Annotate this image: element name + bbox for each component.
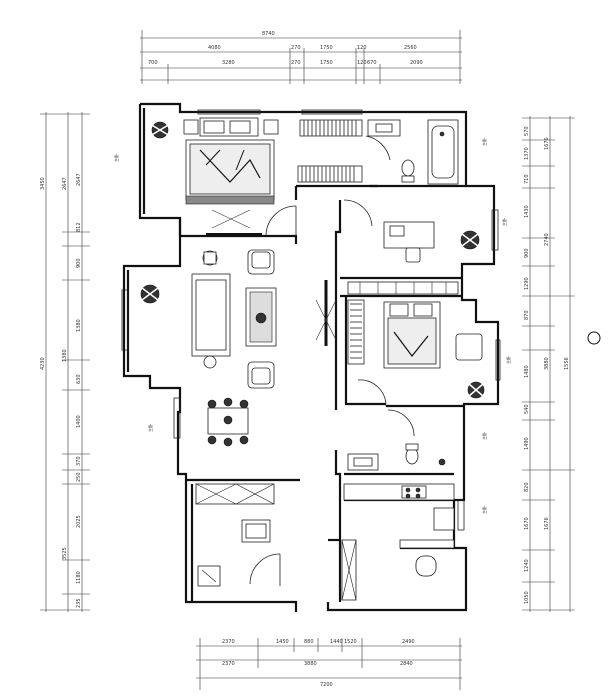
top-dim: 2560 — [404, 45, 417, 51]
top-dim: 700 — [148, 60, 158, 66]
left-dim: 2647 — [76, 173, 82, 186]
top-dim: 4080 — [208, 45, 221, 51]
right-dim: 570 — [524, 126, 530, 136]
left-dim: 235 — [76, 598, 82, 608]
right-dim: 1670 — [524, 517, 530, 530]
top-dim: 120 — [357, 45, 367, 51]
bottom-dim: 880 — [304, 639, 314, 645]
left-dim: 4230 — [40, 357, 46, 370]
bottom-dim: 1450 — [276, 639, 289, 645]
right-dim: 1480 — [524, 365, 530, 378]
top-dimension-lines — [140, 30, 462, 84]
left-dim: 1380 — [62, 349, 68, 362]
top-dim: 1750 — [320, 60, 333, 66]
right-dim: 1370 — [524, 147, 530, 160]
right-dim: 900 — [524, 248, 530, 258]
top-dim: 120 — [357, 60, 367, 66]
right-dim: 820 — [524, 482, 530, 492]
top-dim: 270 — [291, 60, 301, 66]
bottom-dim: 1520 — [344, 639, 357, 645]
bottom-dim: 2840 — [400, 661, 413, 667]
room-tag: 主卧 — [481, 506, 487, 514]
room-tag: 主卧 — [481, 138, 487, 146]
room-tag: 主卧 — [113, 154, 119, 162]
master-bathroom — [365, 119, 459, 185]
left-dim: 2647 — [62, 177, 68, 190]
left-dim: 370 — [76, 456, 82, 466]
bottom-dim: 2490 — [402, 639, 415, 645]
right-dim: 1676 — [544, 137, 550, 150]
right-dim: 1240 — [524, 559, 530, 572]
top-total-dim: 8740 — [262, 31, 275, 37]
left-dim: 812 — [76, 222, 82, 232]
left-dimension-lines — [40, 112, 90, 612]
master-bedroom-furniture — [149, 117, 279, 235]
right-dim: 1290 — [524, 277, 530, 290]
windows — [121, 109, 501, 531]
top-dim: 270 — [291, 45, 301, 51]
right-dimension-lines — [522, 116, 575, 612]
bottom-total-dim: 7200 — [320, 682, 333, 688]
compass-circle — [587, 331, 601, 345]
left-dim: 1400 — [76, 415, 82, 428]
top-dim: 1750 — [320, 45, 333, 51]
right-dim: 1676 — [544, 517, 550, 530]
room-tag: 主卧 — [501, 218, 507, 226]
top-dim: 670 — [367, 60, 377, 66]
right-dim: 3880 — [544, 357, 550, 370]
left-dim: 1380 — [76, 319, 82, 332]
left-dim: 900 — [76, 258, 82, 268]
third-bedroom — [195, 483, 281, 587]
study-room — [343, 199, 480, 295]
bottom-dim: 3880 — [304, 661, 317, 667]
left-dim: 630 — [76, 374, 82, 384]
right-dim: 1430 — [524, 205, 530, 218]
right-dim: 1556 — [564, 357, 570, 370]
right-dim: 1050 — [524, 591, 530, 604]
left-dim: 3525 — [62, 547, 68, 560]
top-dim: 3280 — [222, 60, 235, 66]
right-dim: 1490 — [524, 437, 530, 450]
wardrobe — [297, 119, 363, 183]
left-dim: 250 — [76, 472, 82, 482]
bottom-dim: 2370 — [222, 661, 235, 667]
bottom-dim: 1440 — [330, 639, 343, 645]
living-room-furniture — [140, 205, 337, 389]
left-dim: 3450 — [40, 177, 46, 190]
left-dim: 2025 — [76, 515, 82, 528]
second-bedroom — [347, 299, 485, 407]
top-dim: 2090 — [410, 60, 423, 66]
room-tag: 主卧 — [147, 424, 153, 432]
dining-table — [207, 397, 249, 447]
right-dim: 2740 — [544, 233, 550, 246]
side-annotations: 主卧 主卧 主卧 主卧 主卧 主卧 — [147, 138, 511, 514]
right-dim: 710 — [524, 174, 530, 184]
second-bathroom — [347, 409, 446, 471]
kitchen — [341, 483, 455, 601]
right-dim: 870 — [524, 310, 530, 320]
right-dim: 540 — [524, 404, 530, 414]
bottom-dim: 2370 — [222, 639, 235, 645]
room-tag: 主卧 — [505, 356, 511, 364]
room-tag: 主卧 — [481, 432, 487, 440]
left-dim: 1180 — [76, 571, 82, 584]
bottom-dimension-lines — [196, 638, 462, 690]
